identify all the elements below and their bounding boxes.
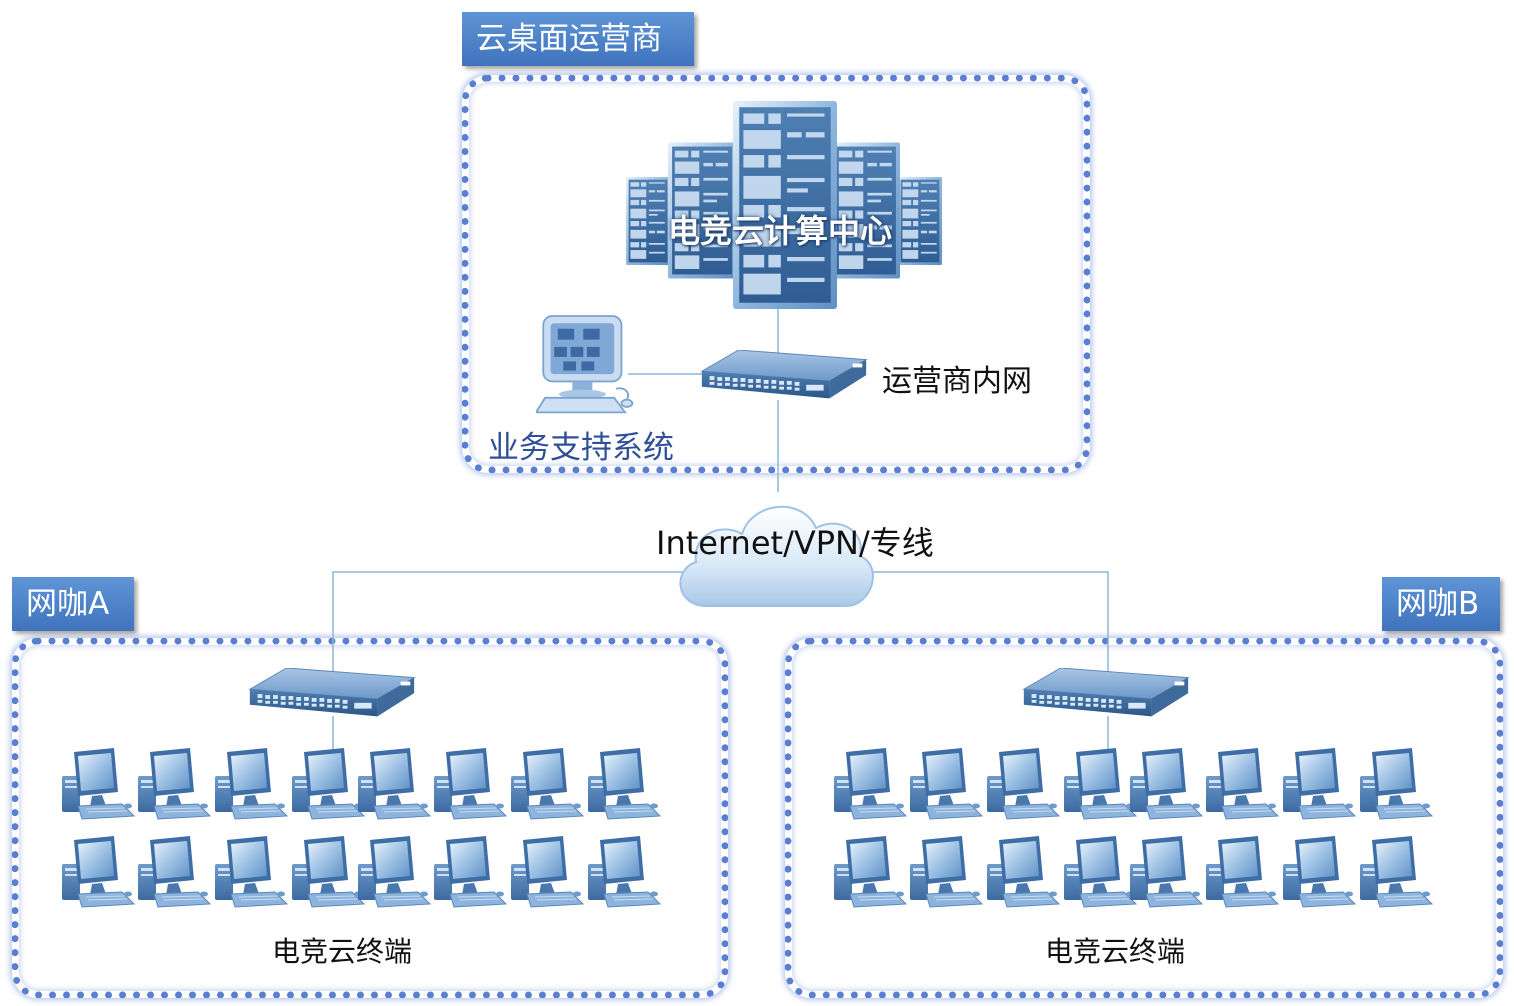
computer-icon <box>986 748 1060 820</box>
intranet-label: 运营商内网 <box>882 364 1032 399</box>
computer-icon <box>1063 748 1137 820</box>
computer-icon <box>833 748 907 820</box>
computer-icon <box>291 836 365 908</box>
computer-icon <box>433 836 507 908</box>
computer-icon <box>1359 836 1433 908</box>
computer-icon <box>357 836 431 908</box>
computer-icon <box>137 748 211 820</box>
operator-title-tag: 云桌面运营商 <box>462 12 694 66</box>
computer-icon <box>1359 748 1433 820</box>
server-icon <box>733 101 837 309</box>
cafe-b-title-tag: 网咖B <box>1382 577 1500 631</box>
cafe-a-switch-icon <box>249 668 415 717</box>
computer-icon <box>61 748 135 820</box>
computer-icon <box>291 748 365 820</box>
cloud-icon <box>679 505 874 607</box>
computer-icon <box>61 836 135 908</box>
computer-icon <box>137 836 211 908</box>
computer-icon <box>833 836 907 908</box>
computer-icon <box>1282 836 1356 908</box>
link-cloud-cafe-a <box>332 571 690 672</box>
cafe-a-title-tag: 网咖A <box>12 577 134 631</box>
cafe-b-terminals <box>833 748 1433 908</box>
bss-label: 业务支持系统 <box>488 430 674 466</box>
computer-icon <box>214 748 288 820</box>
cafe-b-switch-icon <box>1023 668 1189 717</box>
computer-icon <box>909 836 983 908</box>
computer-icon <box>1129 748 1203 820</box>
computer-icon <box>1205 836 1279 908</box>
datacenter-servers <box>626 101 942 309</box>
workstation-icon <box>536 315 634 414</box>
computer-icon <box>1063 836 1137 908</box>
computer-icon <box>1282 748 1356 820</box>
computer-icon <box>214 836 288 908</box>
network-label: Internet/VPN/专线 <box>656 524 934 562</box>
computer-icon <box>1205 748 1279 820</box>
operator-switch-icon <box>701 350 867 399</box>
server-icon <box>898 177 942 265</box>
connection-lines <box>332 300 1109 755</box>
computer-icon <box>587 836 661 908</box>
computer-icon <box>986 836 1060 908</box>
computer-icon <box>510 748 584 820</box>
computer-icon <box>909 748 983 820</box>
computer-icon <box>357 748 431 820</box>
cafe-b-terminals-label: 电竞云终端 <box>1045 935 1186 968</box>
cafe-a-terminals <box>61 748 661 908</box>
datacenter-label: 电竞云计算中心 <box>667 212 892 250</box>
computer-icon <box>587 748 661 820</box>
link-cloud-cafe-b <box>856 571 1109 672</box>
computer-icon <box>510 836 584 908</box>
computer-icon <box>433 748 507 820</box>
cafe-a-terminals-label: 电竞云终端 <box>272 935 413 968</box>
computer-icon <box>1129 836 1203 908</box>
